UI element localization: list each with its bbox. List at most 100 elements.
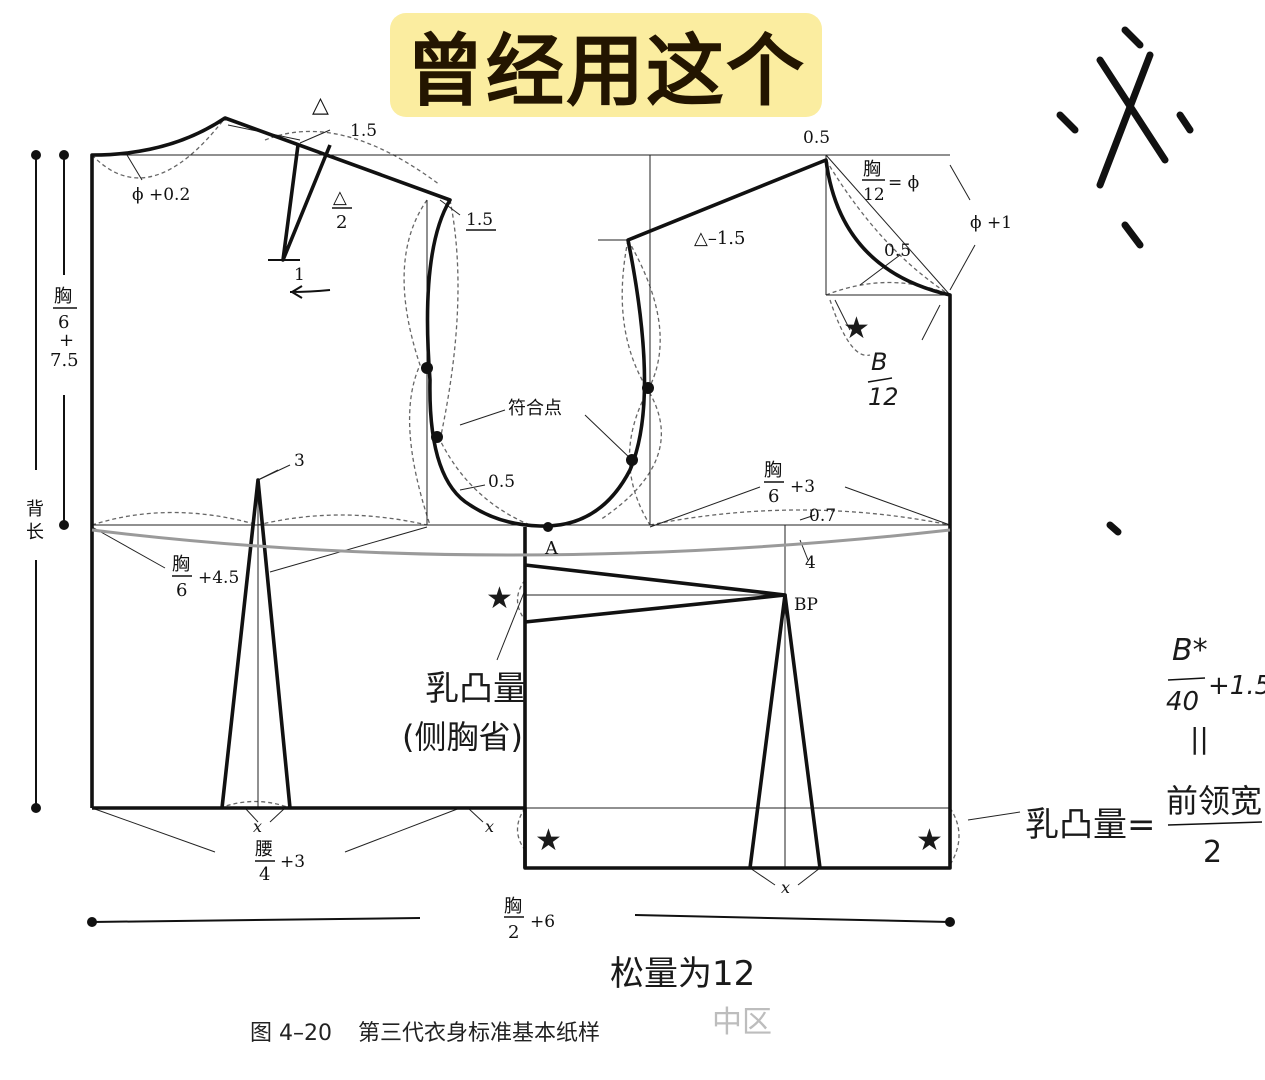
bust-dart-arc — [516, 579, 526, 621]
x3-leader-a — [749, 867, 776, 886]
x-stroke-3 — [1121, 26, 1144, 49]
label-yao: 腰 — [255, 839, 273, 860]
handwritten-x-mark — [1056, 26, 1194, 536]
hw-frac-bar — [1167, 821, 1263, 826]
leader-waist-r — [344, 807, 461, 853]
label-1: 1 — [294, 265, 305, 285]
star-icon: ★ — [843, 311, 870, 346]
leader-waist-l — [91, 807, 216, 853]
fraction-bars — [53, 179, 1263, 918]
label-phi-0-2: ϕ +0.2 — [132, 185, 190, 205]
label-xiong-2: 胸 — [172, 554, 190, 575]
label-x-3: x — [781, 878, 790, 897]
hw-equals-vertical: || — [1190, 722, 1209, 755]
label-bei: 背 — [26, 499, 44, 520]
label-fuhedian: 符合点 — [508, 398, 562, 419]
leader-ruao — [496, 589, 526, 661]
leader-phi1a — [949, 164, 971, 201]
leader-star-a — [834, 299, 851, 331]
x1-leader-b — [269, 807, 286, 823]
waist-arc-right — [949, 807, 960, 866]
front-neck-arc-2 — [829, 299, 871, 356]
label-eq-phi: = ϕ — [888, 173, 919, 193]
label-phi-1: ϕ +1 — [970, 213, 1012, 233]
figure-number: 图 4–20 — [250, 1021, 332, 1046]
back-dart-arc — [219, 800, 291, 809]
chest-line-front-arc — [649, 509, 951, 526]
back-armhole-construction-2 — [439, 199, 531, 526]
label-plus-1: + — [59, 330, 74, 351]
label-plus-4-5: +4.5 — [198, 568, 239, 588]
back-armhole-construction — [403, 199, 431, 526]
label-3: 3 — [294, 451, 305, 471]
star-icon: ★ — [535, 823, 562, 858]
label-xiong-3: 胸 — [863, 159, 881, 180]
label-four: 4 — [259, 864, 270, 885]
x-stroke-5 — [1176, 111, 1194, 134]
x-stroke-4 — [1056, 111, 1079, 134]
markers — [31, 150, 955, 927]
leader-phi1b — [949, 244, 976, 291]
label-0-7: 0.7 — [809, 506, 836, 526]
leader-07 — [799, 514, 816, 521]
leader-star-b — [921, 304, 941, 341]
leader-phi02 — [126, 154, 143, 181]
back-neck-construction — [91, 117, 226, 179]
leader-63-r — [844, 486, 951, 526]
front-armhole-construction-2 — [599, 239, 662, 521]
waist-arc-left — [516, 807, 526, 851]
x2-leader — [467, 807, 484, 823]
label-six-4: 6 — [768, 486, 779, 507]
label-twelve: 12 — [863, 185, 885, 205]
label-xiong-1: 胸 — [54, 286, 72, 307]
label-plus-3b: +3 — [280, 852, 305, 872]
x1-leader-a — [244, 807, 259, 823]
label-0-5-a: 0.5 — [803, 128, 830, 148]
chest-line-back-arc — [91, 511, 428, 526]
label-xiong-4: 胸 — [764, 460, 782, 481]
label-1-5-a: 1.5 — [350, 121, 377, 141]
label-x-1: x — [253, 817, 262, 836]
title-text: 曾经用这个 — [405, 27, 806, 117]
hand-drawn-curve — [91, 528, 951, 557]
hw-two: 2 — [1203, 835, 1222, 870]
x-stroke-6 — [1121, 221, 1144, 249]
bust-dart — [524, 563, 787, 624]
notch-back-2 — [431, 431, 443, 443]
notch-front-2 — [626, 454, 638, 466]
label-1-5-b: 1.5 — [466, 210, 493, 230]
hw-qianlingkuan: 前领宽 — [1166, 782, 1262, 820]
front-waist-dart — [748, 593, 822, 869]
notch-back-1 — [421, 362, 433, 374]
label-two: 2 — [508, 922, 519, 943]
x-stroke-2 — [1096, 51, 1154, 189]
hw-frac-bar — [867, 377, 893, 383]
label-0-5-c: 0.5 — [488, 472, 515, 492]
pattern-outline — [90, 116, 952, 870]
x-stroke-7 — [1106, 521, 1122, 536]
hw-ruao-eq: 乳凸量= — [1025, 805, 1156, 845]
star-icon: ★ — [486, 581, 513, 616]
label-plus-6: +6 — [530, 912, 555, 932]
star-icon: ★ — [916, 823, 943, 858]
leader-05b — [859, 254, 901, 286]
bodice-outline — [90, 116, 952, 870]
leader-456-r — [269, 526, 428, 573]
hw-plus-1-5: +1.5 — [1208, 671, 1265, 701]
hw-12: 12 — [868, 383, 899, 411]
back-waist-dart — [220, 478, 292, 809]
title-banner: 曾经用这个 — [390, 13, 822, 117]
leader-05c — [459, 484, 486, 491]
leader-456 — [91, 526, 166, 569]
label-xiong-5: 胸 — [504, 896, 522, 917]
hw-b-star: B* — [1172, 633, 1208, 668]
hw-frac-bar — [1167, 677, 1206, 681]
point-a — [543, 522, 553, 532]
leader-15a — [299, 129, 331, 144]
label-tri-half-den: 2 — [336, 212, 347, 233]
leader-15b — [439, 199, 461, 216]
dart-3-leader-b — [257, 464, 291, 481]
label-0-5-b: 0.5 — [884, 241, 911, 261]
label-4: 4 — [805, 553, 816, 573]
